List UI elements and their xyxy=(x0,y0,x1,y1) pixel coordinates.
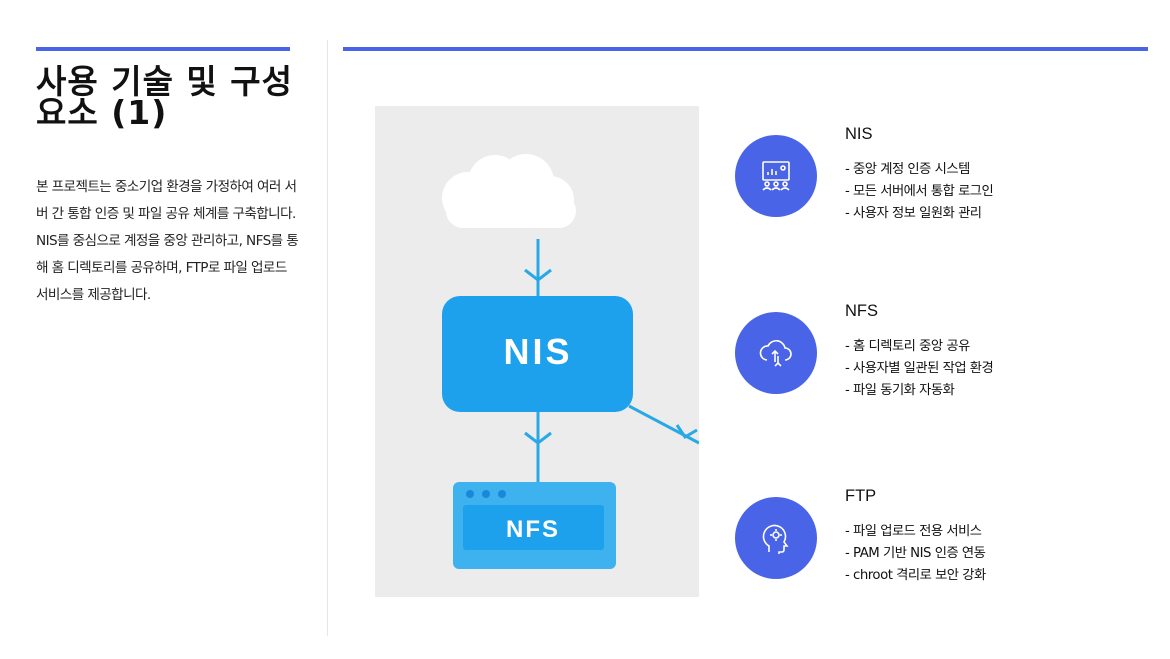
bullet-item: - chroot 격리로 보안 강화 xyxy=(845,568,986,583)
title-line-1: 사용 기술 및 구성 xyxy=(36,62,293,101)
description-text: 본 프로젝트는 중소기업 환경을 가정하여 여러 서버 간 통합 인증 및 파일… xyxy=(36,179,299,303)
feature-ftp: FTP - 파일 업로드 전용 서비스 - PAM 기반 NIS 인증 연동 -… xyxy=(735,487,1115,627)
head-gear-icon xyxy=(762,524,789,554)
bullet-item: - 파일 업로드 전용 서비스 xyxy=(845,524,982,539)
nis-box-label: NIS xyxy=(503,331,572,372)
left-accent-bar xyxy=(36,47,290,51)
feature-nis: NIS - 중앙 계정 인증 시스템 - 모든 서버에서 통합 로그인 - 사용… xyxy=(735,125,1115,265)
bullet-item: - PAM 기반 NIS 인증 연동 xyxy=(845,546,986,561)
nis-box xyxy=(442,296,633,412)
nfs-inner-box xyxy=(463,505,604,550)
bullet-item: - 사용자 정보 일원화 관리 xyxy=(845,206,982,221)
arrow-nis-branch xyxy=(628,404,699,445)
bullet-item: - 모든 서버에서 통합 로그인 xyxy=(845,184,994,199)
feature-title: NFS xyxy=(845,302,878,320)
bullet-item: - 홈 디렉토리 중앙 공유 xyxy=(845,339,970,354)
cloud-sync-icon xyxy=(759,340,792,367)
feature-title: NIS xyxy=(845,125,873,143)
page-title: 사용 기술 및 구성 요소 (1) xyxy=(36,65,316,129)
feature-icon-circle xyxy=(735,497,817,579)
arrow-cloud-to-nis xyxy=(524,239,552,296)
column-divider xyxy=(327,40,328,636)
presentation-icon xyxy=(762,161,790,191)
right-accent-bar xyxy=(343,47,1148,51)
feature-bullets: - 중앙 계정 인증 시스템 - 모든 서버에서 통합 로그인 - 사용자 정보… xyxy=(845,159,994,225)
bullet-item: - 중앙 계정 인증 시스템 xyxy=(845,162,970,177)
feature-title: FTP xyxy=(845,487,877,505)
feature-icon-circle xyxy=(735,312,817,394)
bullet-item: - 파일 동기화 자동화 xyxy=(845,383,955,398)
architecture-diagram: NIS NFS xyxy=(375,106,699,597)
feature-nfs: NFS - 홈 디렉토리 중앙 공유 - 사용자별 일관된 작업 환경 - 파일… xyxy=(735,302,1115,442)
feature-bullets: - 파일 업로드 전용 서비스 - PAM 기반 NIS 인증 연동 - chr… xyxy=(845,521,986,587)
feature-bullets: - 홈 디렉토리 중앙 공유 - 사용자별 일관된 작업 환경 - 파일 동기화… xyxy=(845,336,994,402)
cloud-icon xyxy=(442,154,576,228)
nfs-box-label: NFS xyxy=(506,516,560,543)
feature-icon-circle xyxy=(735,135,817,217)
arrow-nis-to-nfs xyxy=(524,412,552,482)
bullet-item: - 사용자별 일관된 작업 환경 xyxy=(845,361,994,376)
window-dots xyxy=(466,490,506,498)
title-line-2: 요소 (1) xyxy=(36,93,168,132)
